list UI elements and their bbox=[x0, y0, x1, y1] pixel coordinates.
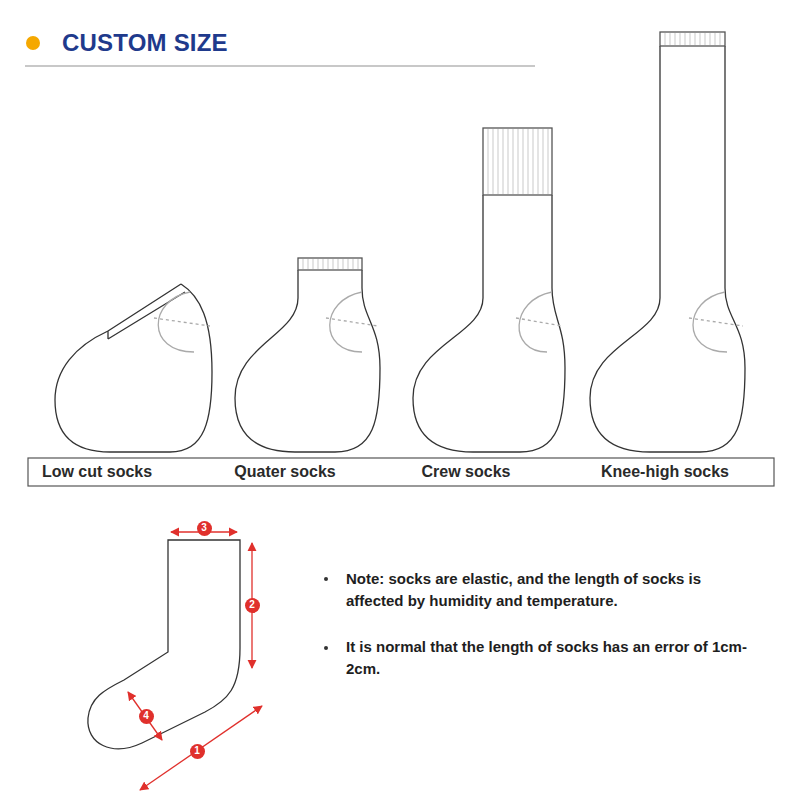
title-dot bbox=[26, 36, 40, 50]
sock-type-label: Crew socks bbox=[422, 463, 511, 481]
callout-number: 3 bbox=[201, 523, 207, 533]
heel-dash bbox=[154, 318, 210, 326]
cuff-rib bbox=[498, 129, 499, 194]
cuff-rib bbox=[313, 259, 314, 269]
cuff-rib bbox=[328, 259, 329, 269]
title: CUSTOM SIZE bbox=[62, 29, 228, 57]
callout-number: 1 bbox=[194, 746, 200, 756]
sock-cuff bbox=[483, 128, 552, 195]
cuff-rib bbox=[508, 129, 509, 194]
title-rule bbox=[25, 65, 535, 67]
sock-outline bbox=[55, 284, 212, 452]
sock-type-label: Quater socks bbox=[234, 463, 335, 481]
cuff-rib bbox=[533, 129, 534, 194]
cuff-rib bbox=[343, 259, 344, 269]
heel-line bbox=[693, 292, 727, 352]
heel-dash bbox=[326, 318, 378, 326]
cuff-rib bbox=[538, 129, 539, 194]
cuff-rib bbox=[548, 129, 549, 194]
sock-outline bbox=[413, 195, 565, 452]
cuff-rib bbox=[323, 259, 324, 269]
cuff-rib bbox=[318, 259, 319, 269]
cuff-rib bbox=[358, 259, 359, 269]
label-bar bbox=[28, 458, 774, 486]
cuff-rib bbox=[705, 33, 706, 45]
cuff-rib bbox=[528, 129, 529, 194]
cuff-rib bbox=[665, 33, 666, 45]
heel-dash bbox=[689, 318, 743, 326]
callout-circle: 2 bbox=[245, 598, 260, 613]
cuff-rib bbox=[685, 33, 686, 45]
callout-circle: 3 bbox=[197, 521, 212, 536]
sock-outline bbox=[235, 270, 380, 452]
cuff-rib bbox=[338, 259, 339, 269]
sock-cuff bbox=[660, 32, 725, 46]
callout-circle: 1 bbox=[190, 744, 205, 759]
cuff-rib bbox=[715, 33, 716, 45]
sock-outline bbox=[590, 46, 745, 452]
cuff-rib bbox=[353, 259, 354, 269]
callout-number: 2 bbox=[249, 600, 255, 610]
cuff-rib bbox=[348, 259, 349, 269]
heel-line bbox=[158, 292, 194, 352]
heel-line bbox=[330, 292, 362, 352]
sock-type-label: Low cut socks bbox=[42, 463, 152, 481]
cuff-rib bbox=[303, 259, 304, 269]
cuff-rib bbox=[488, 129, 489, 194]
cuff-rib bbox=[690, 33, 691, 45]
bullet bbox=[324, 646, 328, 650]
cuff-rib bbox=[720, 33, 721, 45]
low-cut-band bbox=[108, 284, 185, 339]
callout-number: 4 bbox=[143, 711, 149, 721]
note-text: Note: socks are elastic, and the length … bbox=[346, 568, 761, 612]
cuff-rib bbox=[333, 259, 334, 269]
sock-drawings bbox=[55, 32, 745, 452]
cuff-rib bbox=[513, 129, 514, 194]
note-text: It is normal that the length of socks ha… bbox=[346, 636, 761, 680]
cuff-rib bbox=[675, 33, 676, 45]
cuff-rib bbox=[493, 129, 494, 194]
cuff-rib bbox=[503, 129, 504, 194]
cuff-rib bbox=[710, 33, 711, 45]
sock-type-label: Knee-high socks bbox=[601, 463, 729, 481]
cuff-rib bbox=[308, 259, 309, 269]
heel-dash bbox=[516, 318, 563, 326]
bullet bbox=[324, 577, 328, 581]
cuff-rib bbox=[543, 129, 544, 194]
cuff-rib bbox=[695, 33, 696, 45]
cuff-rib bbox=[700, 33, 701, 45]
dimension-sock bbox=[88, 540, 240, 749]
dimension-lines bbox=[128, 532, 262, 790]
cuff-rib bbox=[670, 33, 671, 45]
cuff-rib bbox=[680, 33, 681, 45]
cuff-rib bbox=[518, 129, 519, 194]
sock-cuff bbox=[298, 258, 362, 270]
heel-line bbox=[519, 292, 552, 352]
callout-circle: 4 bbox=[139, 709, 154, 724]
cuff-rib bbox=[523, 129, 524, 194]
